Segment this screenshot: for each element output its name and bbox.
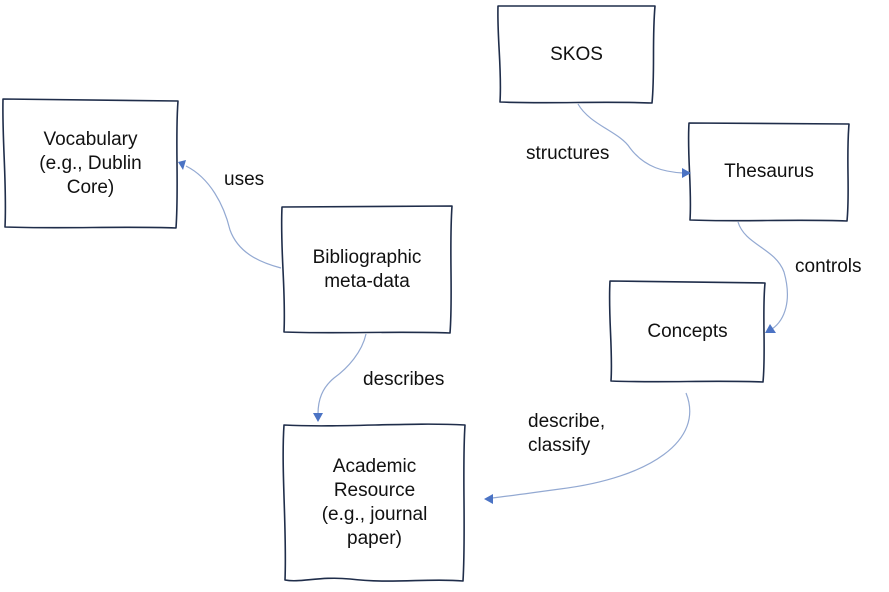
edge-describes-line	[317, 333, 367, 415]
academic-label-line-1: Academic	[332, 456, 417, 477]
skos-label: SKOS	[498, 6, 655, 103]
edge-structures-line	[577, 103, 684, 174]
skos-label-line-1: SKOS	[550, 43, 603, 65]
edge-label-uses: uses	[224, 168, 264, 192]
edge-label-describes-line-1: describes	[363, 369, 445, 390]
concepts-label-line-1: Concepts	[647, 321, 728, 342]
concepts-box	[608, 280, 766, 383]
edge-label-describe-classify-line-2: classify	[528, 435, 591, 456]
edge-controls-line	[737, 221, 788, 330]
academic-label-line-2: Resource	[333, 480, 416, 501]
edge-label-controls: controls	[795, 255, 862, 279]
vocabulary-box	[2, 98, 179, 229]
vocabulary-label-line-3: Core)	[66, 176, 115, 198]
edge-label-uses-line-1: uses	[224, 169, 265, 190]
bibliographic-label-line-1: Bibliographic	[312, 246, 422, 268]
edge-label-controls-line-1: controls	[795, 256, 862, 277]
edge-describe-classify-line	[491, 392, 691, 499]
edge-uses-arrowhead	[178, 160, 186, 170]
bibliographic-box	[280, 205, 453, 334]
vocabulary-label-line-2: (e.g., Dublin	[39, 152, 142, 174]
edge-describes-arrowhead	[313, 413, 323, 422]
skos-box	[497, 5, 656, 104]
edge-label-describe-classify-line-1: describe,	[528, 411, 606, 432]
edge-label-describes: describes	[363, 368, 444, 392]
thesaurus-label: Thesaurus	[689, 123, 849, 221]
academic-box	[282, 423, 466, 582]
edge-label-structures-line-1: structures	[526, 143, 610, 164]
thesaurus-label-line-1: Thesaurus	[724, 161, 814, 182]
edge-label-structures: structures	[526, 142, 609, 166]
concepts-label: Concepts	[610, 282, 765, 382]
thesaurus-box	[687, 122, 850, 222]
academic-label-line-4: paper)	[347, 528, 402, 549]
academic-label-line-3: (e.g., journal	[321, 504, 428, 525]
edge-describe-classify-arrowhead	[484, 494, 493, 504]
edge-structures-arrowhead	[682, 168, 691, 178]
edge-label-describe-classify: describe, classify	[528, 410, 605, 458]
bibliographic-label-line-2: meta-data	[324, 270, 410, 292]
vocabulary-label-line-1: Vocabulary	[43, 128, 138, 150]
edge-uses-line	[185, 165, 282, 269]
edge-controls-arrowhead	[765, 324, 776, 333]
